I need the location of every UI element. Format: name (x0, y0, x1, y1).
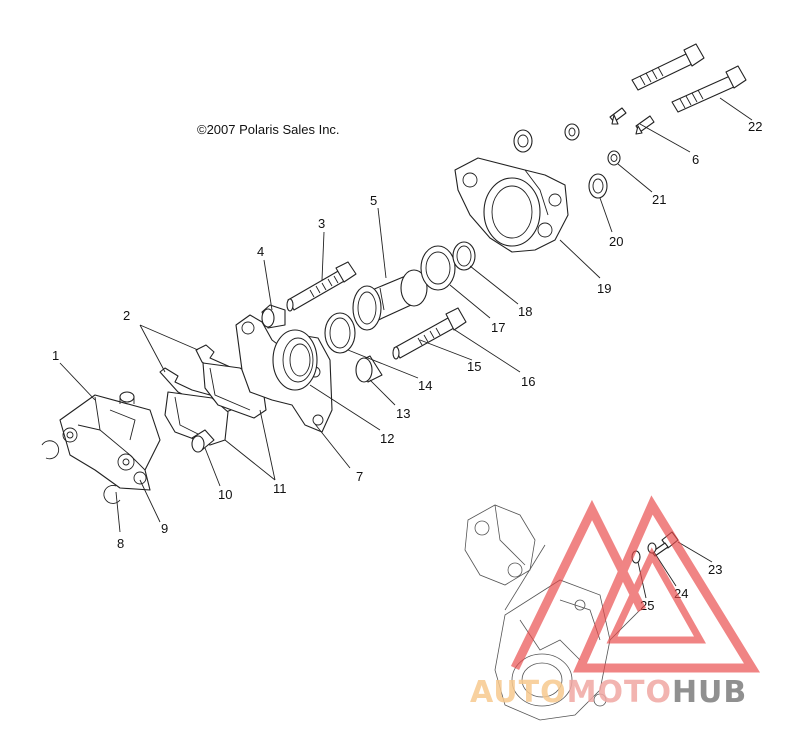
callout-11: 11 (273, 481, 287, 496)
watermark-text: AUTOMOTOHUB (470, 675, 747, 710)
part-mounting-bracket (235, 314, 333, 433)
callout-13: 13 (396, 406, 410, 421)
part-guide-bolt-lower (392, 307, 467, 360)
callout-16: 16 (521, 374, 535, 389)
part-washer-small (564, 123, 580, 141)
part-o-ring-large (420, 245, 456, 291)
callout-labels: 1 2 3 4 5 6 7 8 9 10 11 12 13 14 15 16 1… (52, 119, 762, 613)
inset-assembly-detail (464, 504, 641, 721)
callout-2: 2 (123, 308, 130, 323)
callout-17: 17 (491, 320, 505, 335)
callout-7: 7 (356, 469, 363, 484)
leader-lines (59, 97, 753, 599)
callout-21: 21 (652, 192, 666, 207)
part-long-bolt-lower (671, 65, 747, 113)
part-snap-ring-left (41, 440, 60, 460)
part-snap-ring-lower (103, 485, 121, 504)
part-washer-20 (588, 173, 608, 199)
callout-22: 22 (748, 119, 762, 134)
part-bleeder-screw-2 (635, 115, 655, 135)
part-bushing (355, 355, 383, 383)
part-caliper-housing (454, 157, 569, 253)
callout-1: 1 (52, 348, 59, 363)
part-washer-21 (607, 150, 621, 166)
copyright-notice: ©2007 Polaris Sales Inc. (197, 122, 340, 137)
part-long-bolt-upper (631, 43, 705, 91)
callout-15: 15 (467, 359, 481, 374)
part-sleeve (261, 304, 286, 329)
callout-12: 12 (380, 431, 394, 446)
watermark-logo-triangles (510, 495, 761, 673)
callout-3: 3 (318, 216, 325, 231)
callout-5: 5 (370, 193, 377, 208)
callout-10: 10 (218, 487, 232, 502)
callout-19: 19 (597, 281, 611, 296)
watermark: AUTOMOTOHUB (470, 495, 761, 710)
callout-18: 18 (518, 304, 532, 319)
callout-4: 4 (257, 244, 264, 259)
part-bleeder-screw-1 (609, 107, 627, 125)
part-bushing-small (191, 429, 215, 453)
part-o-ring-small (452, 241, 476, 271)
part-guide-bolt-upper (286, 261, 357, 312)
callout-14: 14 (418, 378, 432, 393)
callout-23: 23 (708, 562, 722, 577)
callout-9: 9 (161, 521, 168, 536)
callout-8: 8 (117, 536, 124, 551)
callout-25: 25 (640, 598, 654, 613)
callout-20: 20 (609, 234, 623, 249)
part-washer-large (513, 129, 533, 153)
part-caliper-body (59, 394, 161, 491)
part-piston (352, 269, 428, 331)
part-piston-seal (324, 312, 356, 354)
part-pin-upper (119, 391, 135, 404)
callout-6: 6 (692, 152, 699, 167)
